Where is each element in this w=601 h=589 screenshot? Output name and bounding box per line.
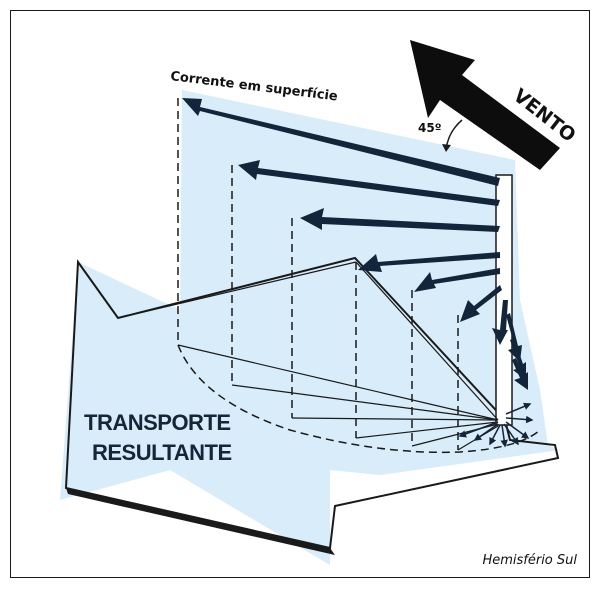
- spiral-base-curve: [177, 344, 541, 454]
- current-arrow-3: [300, 208, 500, 232]
- transport-label-line1: TRANSPORTE: [84, 410, 231, 435]
- angle-arc-head: [442, 144, 451, 152]
- current-arrow-5: [414, 268, 500, 292]
- current-arrow-9: [510, 338, 526, 380]
- transport-label-line2: RESULTANTE: [92, 440, 232, 465]
- hemisphere-label: Hemisfério Sul: [482, 553, 577, 568]
- current-arrow-10: [512, 358, 528, 390]
- current-arrow-2: [238, 160, 500, 206]
- current-arrow-surface: [182, 98, 500, 186]
- water-region: [60, 90, 560, 565]
- depth-guides: [177, 98, 459, 450]
- angle-label: 45º: [418, 121, 442, 135]
- current-arrow-4: [358, 252, 500, 272]
- transport-arrow-base: [66, 488, 335, 555]
- projection-lines: [117, 261, 499, 451]
- current-arrow-6: [460, 285, 502, 322]
- wind-arrow: [410, 40, 560, 170]
- current-arrow-7: [492, 300, 508, 345]
- bottom-fan-arrows: [458, 402, 534, 448]
- current-arrows: [182, 98, 528, 390]
